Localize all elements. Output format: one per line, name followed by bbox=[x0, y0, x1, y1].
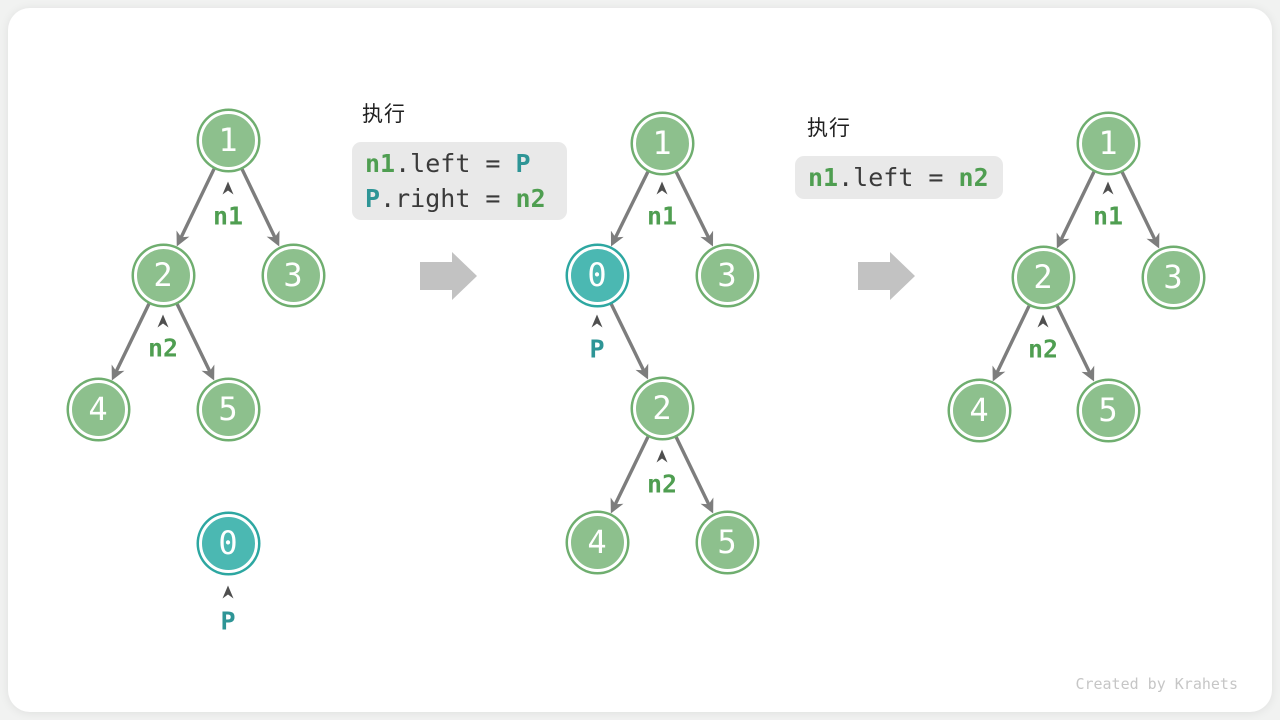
left-detached-node-0: 0 bbox=[198, 513, 258, 573]
pointer-label-n1: n1 bbox=[212, 201, 244, 231]
code-token: .left = bbox=[838, 163, 959, 192]
pointer-label-n1: n1 bbox=[646, 201, 678, 231]
left-tree-node-2: 2 bbox=[133, 245, 193, 305]
code-token-n2: n2 bbox=[515, 184, 546, 213]
middle-tree-node-1: 1 bbox=[632, 113, 692, 173]
pointer-label-n2: n2 bbox=[646, 469, 678, 499]
right-tree-node-2: 2 bbox=[1013, 247, 1073, 307]
watermark: Created by Krahets bbox=[1075, 675, 1238, 693]
middle-tree-node-4: 4 bbox=[567, 512, 627, 572]
code-token-p: P bbox=[365, 184, 381, 213]
right-tree-node-3: 3 bbox=[1143, 247, 1203, 307]
middle-tree-node-2: 2 bbox=[632, 378, 692, 438]
left-tree-node-4: 4 bbox=[68, 379, 128, 439]
code-line: P.right = n2 bbox=[365, 181, 554, 216]
exec-caption: 执行 bbox=[362, 103, 406, 126]
pointer-label-p: P bbox=[220, 606, 236, 636]
code-line: n1.left = n2 bbox=[808, 160, 990, 195]
pointer-label-n2: n2 bbox=[1027, 334, 1059, 364]
code-token-n1: n1 bbox=[365, 149, 396, 178]
left-tree-node-3: 3 bbox=[263, 245, 323, 305]
code-block-2: n1.left = n2 bbox=[795, 156, 1003, 199]
code-token-n1: n1 bbox=[808, 163, 839, 192]
figure-card bbox=[8, 8, 1272, 712]
pointer-label-n2: n2 bbox=[147, 333, 179, 363]
left-tree-node-1: 1 bbox=[198, 110, 258, 170]
code-block-1: n1.left = P P.right = n2 bbox=[352, 142, 567, 220]
code-line: n1.left = P bbox=[365, 146, 554, 181]
code-token: .left = bbox=[395, 149, 516, 178]
pointer-label-p: P bbox=[589, 334, 605, 364]
code-token-p: P bbox=[515, 149, 531, 178]
middle-tree-node-5: 5 bbox=[697, 512, 757, 572]
left-tree-node-5: 5 bbox=[198, 379, 258, 439]
right-tree-node-4: 4 bbox=[949, 380, 1009, 440]
right-tree-node-5: 5 bbox=[1078, 380, 1138, 440]
middle-tree-node-0: 0 bbox=[567, 245, 627, 305]
exec-caption: 执行 bbox=[807, 117, 851, 140]
code-token-n2: n2 bbox=[958, 163, 989, 192]
middle-tree-node-3: 3 bbox=[697, 245, 757, 305]
pointer-label-n1: n1 bbox=[1092, 201, 1124, 231]
code-token: .right = bbox=[380, 184, 516, 213]
right-tree-node-1: 1 bbox=[1078, 113, 1138, 173]
